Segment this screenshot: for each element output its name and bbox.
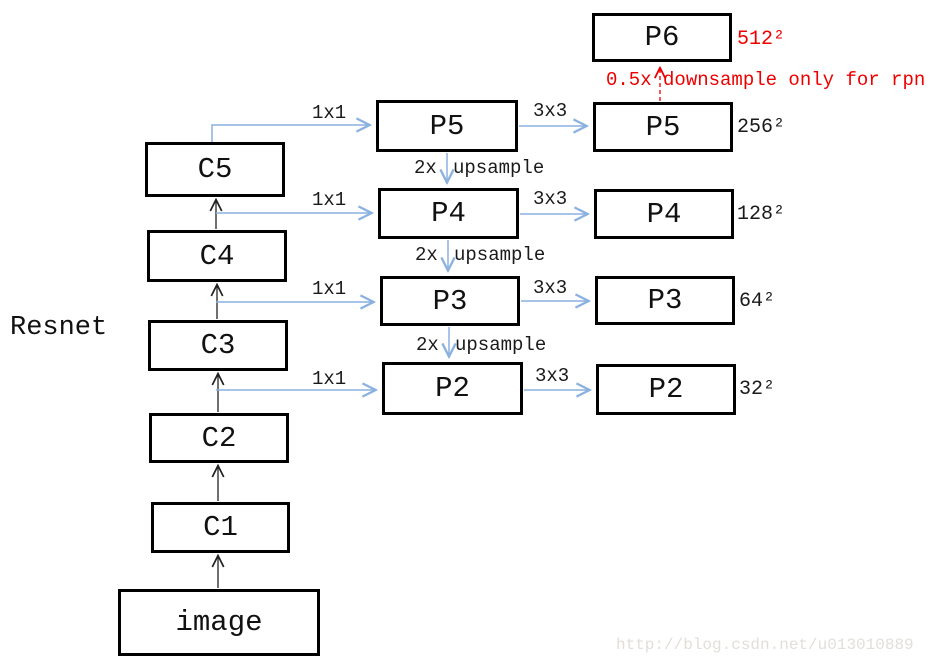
box-image: image <box>118 589 320 656</box>
box-p3-out: P3 <box>595 276 735 325</box>
box-p4-mid: P4 <box>378 188 519 239</box>
box-c3: C3 <box>148 320 288 371</box>
box-c2: C2 <box>149 413 289 463</box>
resolution-p4: 128² <box>737 203 786 226</box>
resolution-p3: 64² <box>739 290 776 313</box>
box-p6-out: P6 <box>592 13 732 62</box>
box-p3-mid: P3 <box>380 276 520 326</box>
upsample-2x-label-3: 2x <box>416 334 439 356</box>
resolution-p2: 32² <box>739 378 776 401</box>
conv-label-p2: 3x3 <box>535 365 570 387</box>
upsample-2x-label-1: 2x <box>414 157 437 179</box>
lateral-label-p2: 1x1 <box>312 368 347 390</box>
resolution-p5: 256² <box>737 116 786 139</box>
box-c1: C1 <box>151 502 290 553</box>
arrow-c5-to-p5-lateral <box>211 125 368 142</box>
watermark-text: http://blog.csdn.net/u013010889 <box>616 636 914 654</box>
upsample-label-3: upsample <box>455 334 547 356</box>
box-c4: C4 <box>147 230 287 282</box>
box-p4-out: P4 <box>594 189 734 239</box>
conv-label-p5: 3x3 <box>533 100 568 122</box>
conv-label-p4: 3x3 <box>533 188 568 210</box>
box-p2-mid: P2 <box>382 362 523 415</box>
box-p5-out: P5 <box>593 102 733 152</box>
resnet-label: Resnet <box>10 313 108 343</box>
box-p5-mid: P5 <box>376 100 518 152</box>
box-c5: C5 <box>145 142 285 197</box>
lateral-label-p4: 1x1 <box>312 189 347 211</box>
resolution-p6: 512² <box>737 28 786 51</box>
upsample-2x-label-2: 2x <box>415 244 438 266</box>
upsample-label-1: upsample <box>453 157 545 179</box>
box-p2-out: P2 <box>596 364 736 415</box>
lateral-label-p3: 1x1 <box>312 278 347 300</box>
lateral-label-p5: 1x1 <box>312 102 347 124</box>
p6-downsample-note: 0.5x downsample only for rpn <box>606 69 926 91</box>
conv-label-p3: 3x3 <box>533 277 568 299</box>
upsample-label-2: upsample <box>454 244 546 266</box>
